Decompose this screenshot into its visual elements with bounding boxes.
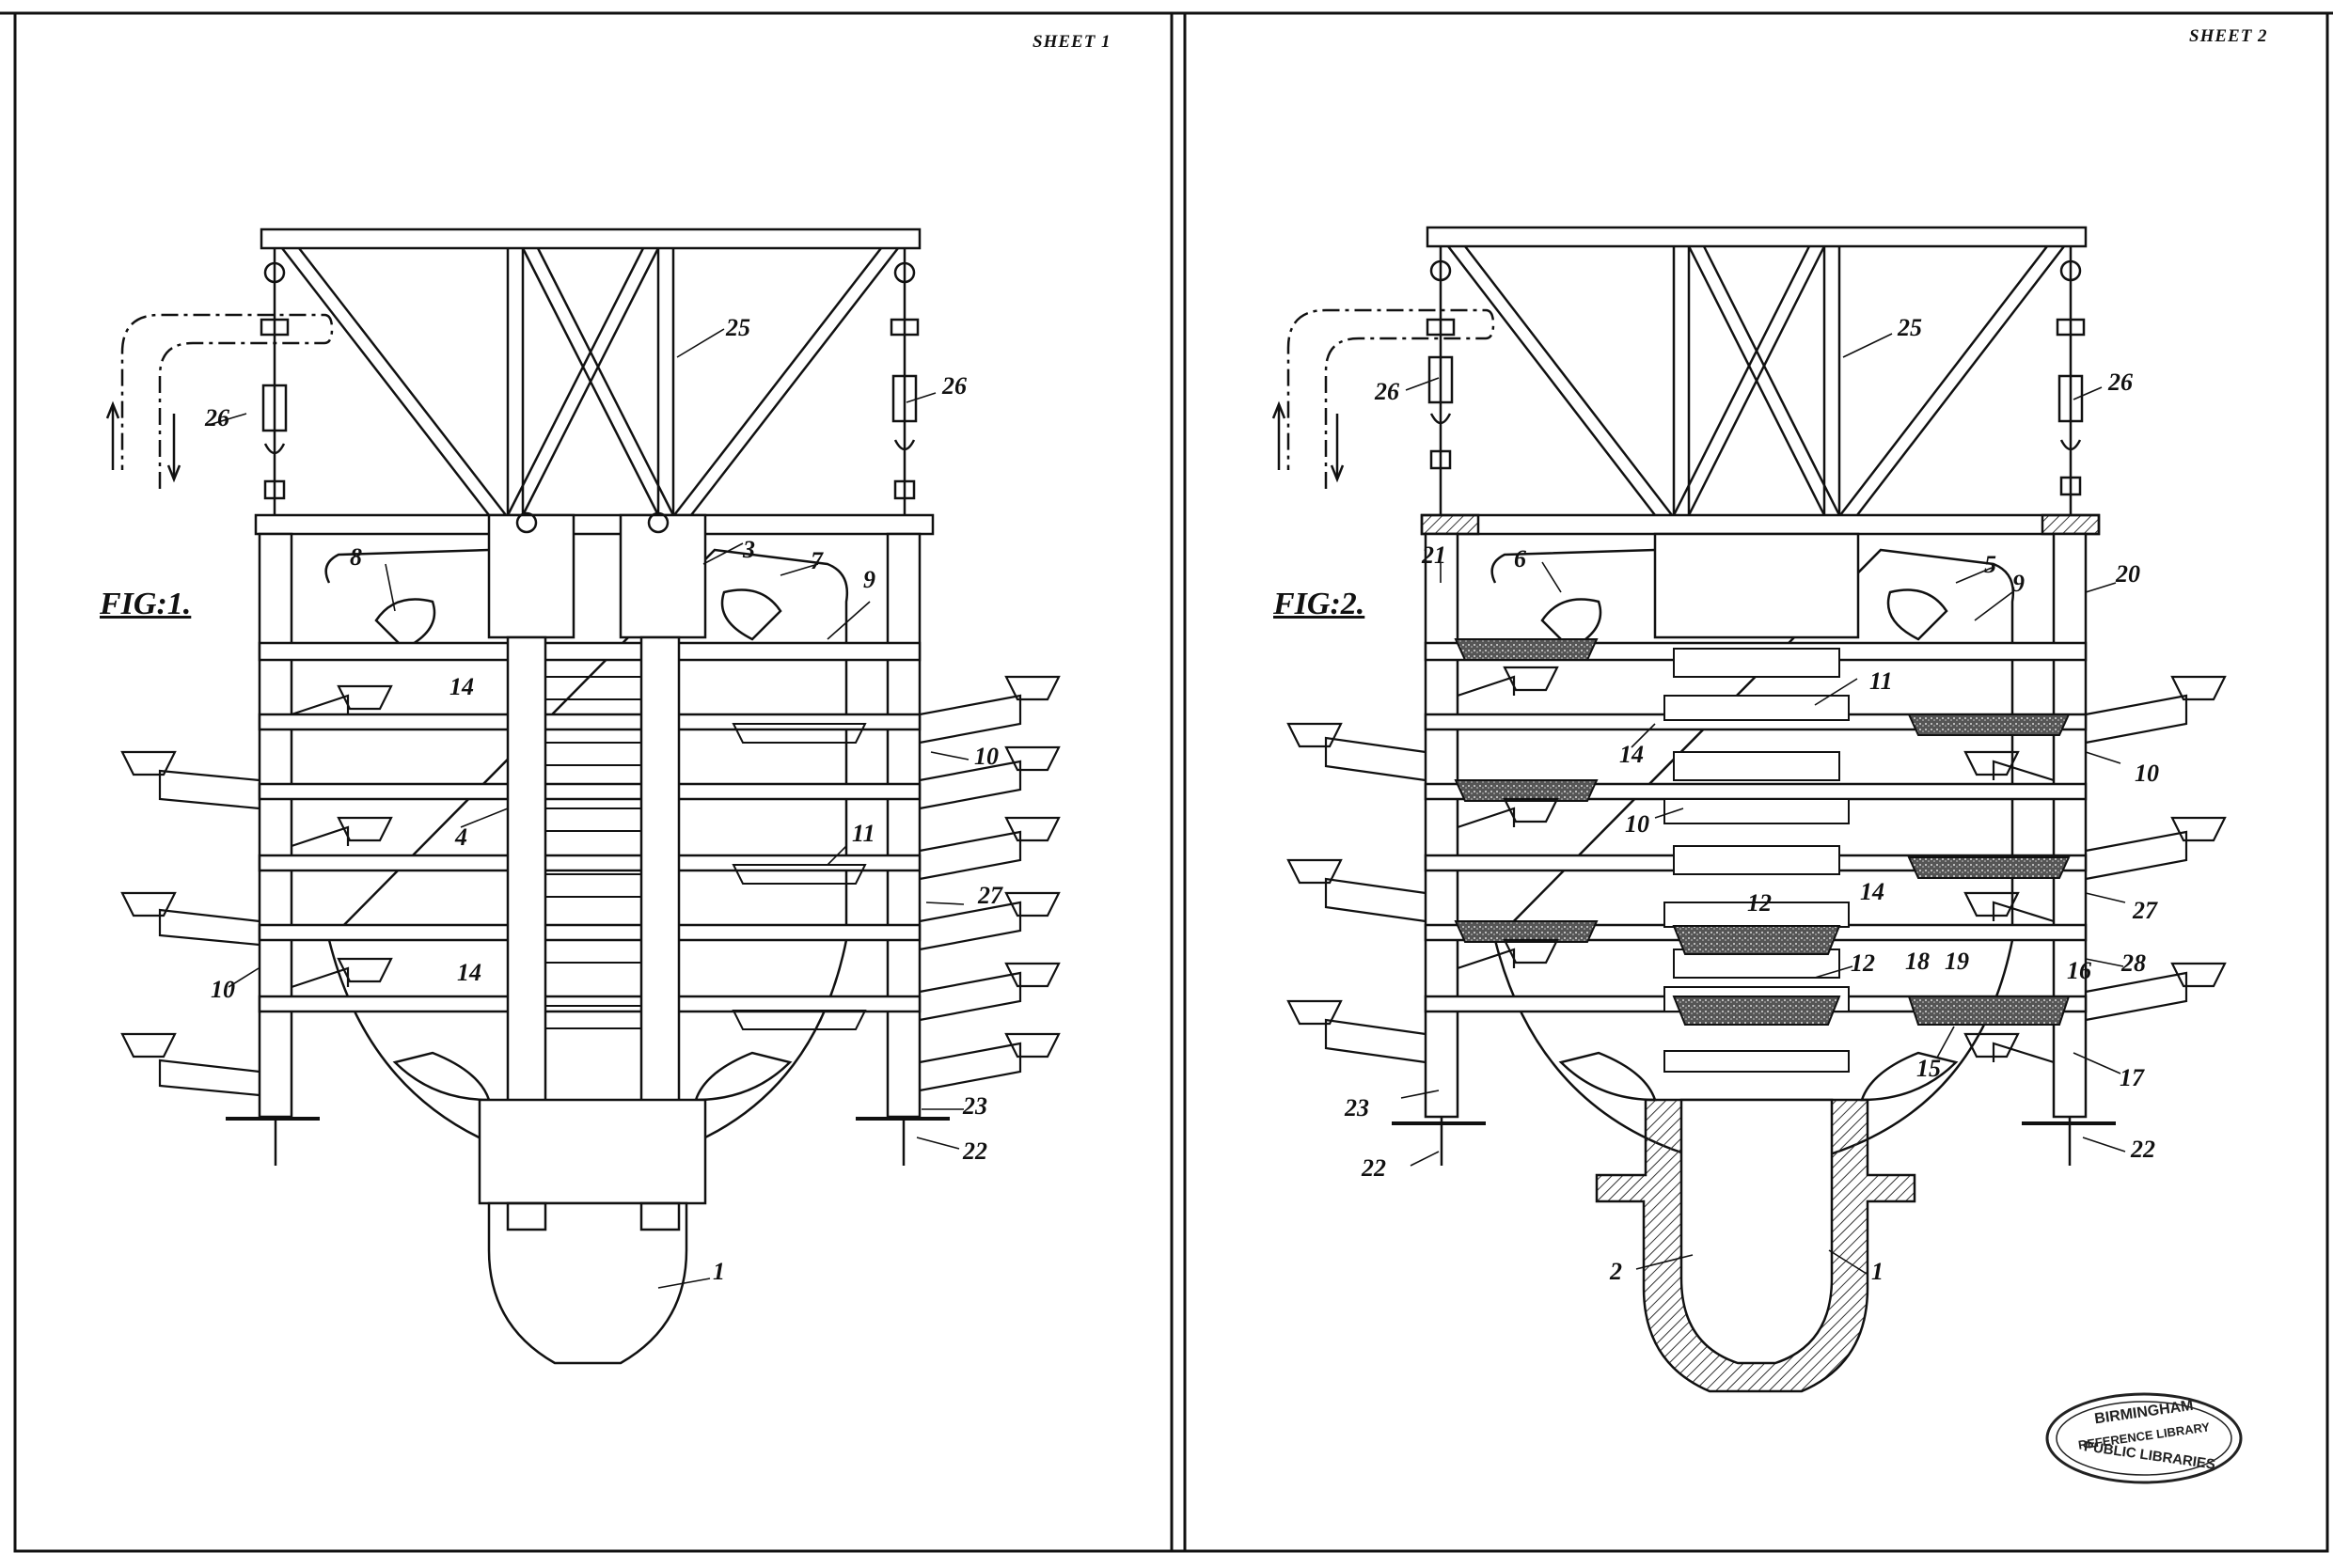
fig2-ref-label: 23 xyxy=(1345,1094,1369,1121)
fig2-ref-label: 6 xyxy=(1514,545,1526,572)
fig2-ref-label: 1 xyxy=(1871,1258,1884,1285)
sheet-1-label: SHEET 1 xyxy=(1033,32,1111,52)
fig1-ref-label: 23 xyxy=(963,1092,987,1120)
fig1-ref-label: 26 xyxy=(942,372,967,400)
fig2-ref-label: 9 xyxy=(2012,570,2025,597)
figure-1-drawing xyxy=(105,227,1061,1365)
fig2-ref-label: 22 xyxy=(1362,1154,1386,1182)
figure-1-caption: FIG:1. xyxy=(100,587,192,621)
fig2-ref-label: 28 xyxy=(2121,949,2146,977)
figure-2-drawing xyxy=(1271,226,2227,1393)
fig1-ref-label: 9 xyxy=(863,566,875,593)
fig2-ref-label: 14 xyxy=(1619,741,1644,768)
fig2-ref-label: 26 xyxy=(2108,368,2133,396)
fig1-ref-label: 11 xyxy=(852,820,875,847)
fig1-ref-label: 22 xyxy=(963,1137,987,1165)
sheet-2-label: SHEET 2 xyxy=(2189,26,2268,46)
fig2-ref-label: 2 xyxy=(1610,1258,1622,1285)
library-stamp xyxy=(2045,1392,2243,1484)
figure-2-caption: FIG:2. xyxy=(1273,587,1365,621)
fig1-ref-label: 25 xyxy=(726,314,750,341)
fig2-ref-label: 17 xyxy=(2120,1064,2144,1091)
fig1-ref-label: 1 xyxy=(713,1258,725,1285)
fig2-ref-label: 10 xyxy=(1625,810,1649,838)
fig1-ref-label: 14 xyxy=(449,673,474,700)
fig2-ref-label: 14 xyxy=(1860,878,1884,905)
sheet-borders xyxy=(0,11,2333,1553)
fig1-ref-label: 3 xyxy=(743,536,755,563)
fig2-ref-label: 21 xyxy=(1422,541,1446,569)
fig2-ref-label: 22 xyxy=(2131,1136,2155,1163)
fig2-ref-label: 12 xyxy=(1747,889,1772,917)
fig2-ref-label: 11 xyxy=(1869,667,1893,695)
fig2-ref-label: 20 xyxy=(2116,560,2140,588)
fig1-ref-label: 14 xyxy=(457,959,481,986)
fig2-ref-label: 5 xyxy=(1984,551,1996,578)
fig1-ref-label: 8 xyxy=(350,543,362,571)
fig2-ref-label: 27 xyxy=(2133,897,2157,924)
fig2-ref-label: 12 xyxy=(1851,949,1875,977)
fig1-ref-label: 4 xyxy=(455,823,467,851)
fig2-ref-label: 19 xyxy=(1945,948,1969,975)
fig1-ref-label: 27 xyxy=(978,882,1002,909)
fig2-ref-label: 25 xyxy=(1898,314,1922,341)
fig2-ref-label: 15 xyxy=(1916,1055,1941,1082)
fig1-ref-label: 10 xyxy=(211,976,235,1003)
fig2-ref-label: 16 xyxy=(2067,957,2091,984)
fig2-ref-label: 18 xyxy=(1905,948,1930,975)
fig1-ref-label: 26 xyxy=(205,404,229,431)
fig1-ref-label: 10 xyxy=(974,743,999,770)
fig1-ref-label: 7 xyxy=(811,547,823,574)
fig2-ref-label: 26 xyxy=(1375,378,1399,405)
fig2-ref-label: 10 xyxy=(2135,760,2159,787)
